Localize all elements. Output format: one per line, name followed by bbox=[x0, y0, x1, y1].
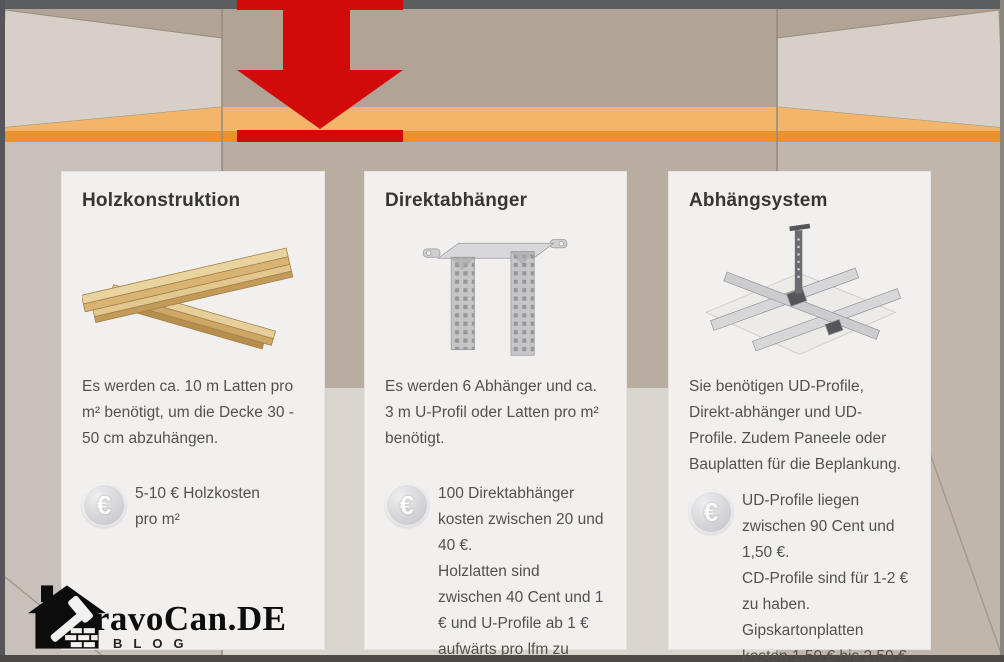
frame-border-bottom bbox=[0, 655, 1004, 662]
card-title: Abhängsystem bbox=[689, 190, 828, 211]
card-title: Direktabhänger bbox=[385, 190, 528, 211]
direct-hanger-illustration bbox=[385, 218, 606, 360]
down-arrow-icon bbox=[237, 0, 403, 142]
euro-symbol: € bbox=[96, 489, 112, 520]
card-abhaengsystem: Abhängsystem Sie b bbox=[668, 171, 931, 662]
euro-symbol: € bbox=[399, 489, 415, 520]
card-title: Holzkonstruktion bbox=[82, 190, 241, 211]
card-description: Es werden ca. 10 m Latten pro m² benötig… bbox=[82, 378, 294, 447]
card-description: Sie benötigen UD-Profile, Direkt-abhänge… bbox=[689, 378, 901, 473]
cost-row: € UD-Profile liegen zwischen 90 Cent und… bbox=[689, 488, 910, 662]
house-hammer-logo-icon bbox=[28, 585, 106, 649]
euro-coin-icon: € bbox=[385, 483, 429, 527]
suspended-ceiling-edge bbox=[0, 131, 1004, 142]
logo-brand-text: BravoCan.DE bbox=[70, 599, 287, 638]
suspension-system-illustration bbox=[689, 218, 910, 360]
frame-border-right bbox=[1000, 0, 1004, 662]
cost-row: € 100 Direktabhänger kosten zwischen 20 … bbox=[385, 481, 606, 662]
cost-text: 100 Direktabhänger kosten zwischen 20 un… bbox=[438, 485, 604, 658]
card-direktabhaenger: Direktabhänger bbox=[364, 171, 627, 658]
cost-row: € 5-10 € Holzkosten pro m² bbox=[82, 481, 304, 533]
logo-tagline: BLOG bbox=[113, 636, 195, 651]
card-description: Es werden 6 Abhänger und ca. 3 m U-Profi… bbox=[385, 378, 599, 447]
suspended-ceiling-top bbox=[0, 107, 1004, 132]
cost-text: UD-Profile liegen zwischen 90 Cent und 1… bbox=[742, 492, 909, 662]
frame-border-left bbox=[0, 0, 5, 662]
euro-coin-icon: € bbox=[82, 483, 126, 527]
card-holzkonstruktion: Holzkonstruktion Es bbox=[61, 171, 325, 650]
floor-corner-right-line bbox=[916, 416, 1003, 657]
cost-text: 5-10 € Holzkosten pro m² bbox=[135, 485, 260, 528]
frame-border-top bbox=[0, 0, 1004, 9]
euro-symbol: € bbox=[703, 496, 719, 527]
wood-laths-illustration bbox=[82, 218, 304, 360]
euro-coin-icon: € bbox=[689, 490, 733, 534]
